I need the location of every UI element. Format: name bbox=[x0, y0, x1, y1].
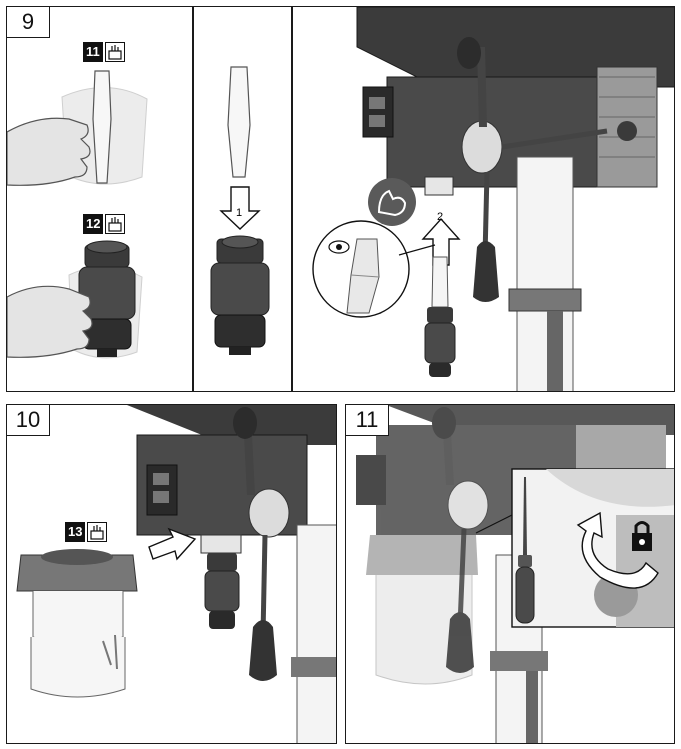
step-10-panel: 10 13 bbox=[6, 404, 337, 744]
drill-chuck bbox=[204, 553, 240, 629]
step-10-illustration bbox=[16, 405, 336, 743]
chuck-guard bbox=[16, 549, 138, 698]
taper-arbor bbox=[431, 256, 449, 308]
feed-handle bbox=[446, 528, 474, 673]
spindle bbox=[200, 534, 242, 554]
panel-divider bbox=[291, 7, 293, 391]
drill-column bbox=[516, 156, 574, 391]
column-collar bbox=[291, 657, 336, 677]
insert-arrow bbox=[219, 186, 261, 230]
step-9-panel: 9 11 12 bbox=[6, 6, 675, 392]
column-collar bbox=[490, 651, 548, 671]
part-label-11: 11 bbox=[83, 41, 125, 63]
step-number-9: 9 bbox=[7, 7, 50, 38]
parts-box-icon bbox=[104, 42, 125, 62]
column-collar bbox=[508, 288, 582, 312]
rotate-arrow bbox=[576, 511, 659, 589]
hand-left bbox=[7, 285, 93, 358]
drill-column bbox=[296, 524, 336, 743]
feed-handle bbox=[233, 407, 290, 681]
hand-left bbox=[7, 117, 91, 186]
drill-chuck bbox=[210, 235, 270, 355]
step-number-11: 11 bbox=[346, 405, 389, 436]
part-label-13: 13 bbox=[65, 521, 108, 543]
screwdriver bbox=[515, 477, 535, 624]
step-11-panel: 11 bbox=[345, 404, 675, 744]
drill-press-head bbox=[127, 405, 336, 536]
part-number: 13 bbox=[65, 522, 86, 542]
part-label-12: 12 bbox=[83, 213, 126, 235]
panel-divider bbox=[192, 7, 194, 391]
spindle bbox=[424, 176, 454, 196]
taper-arbor bbox=[227, 66, 251, 178]
drill-chuck bbox=[424, 307, 456, 377]
parts-box-icon bbox=[105, 214, 126, 234]
taper-arbor bbox=[92, 70, 112, 184]
part-number: 12 bbox=[83, 214, 104, 234]
parts-box-icon bbox=[87, 522, 108, 542]
drill-press-head bbox=[356, 7, 674, 188]
insert-arrow bbox=[148, 527, 197, 561]
step-number-10: 10 bbox=[7, 405, 50, 436]
feed-handle bbox=[457, 37, 637, 302]
arm-strength-icon bbox=[368, 178, 416, 226]
part-number: 11 bbox=[83, 42, 103, 62]
step-11-illustration bbox=[356, 405, 674, 743]
rack bbox=[526, 671, 538, 743]
detail-inset bbox=[511, 468, 674, 628]
eye-icon bbox=[328, 240, 350, 254]
inset-pointer bbox=[475, 514, 513, 534]
insert-arrow bbox=[421, 217, 461, 266]
arrow-label-2: 2 bbox=[437, 211, 444, 223]
arrow-label-1: 1 bbox=[236, 207, 243, 219]
lock-icon bbox=[632, 521, 652, 551]
rack bbox=[547, 311, 563, 391]
step-9-illustration bbox=[7, 7, 674, 391]
detail-magnifier bbox=[312, 220, 436, 318]
